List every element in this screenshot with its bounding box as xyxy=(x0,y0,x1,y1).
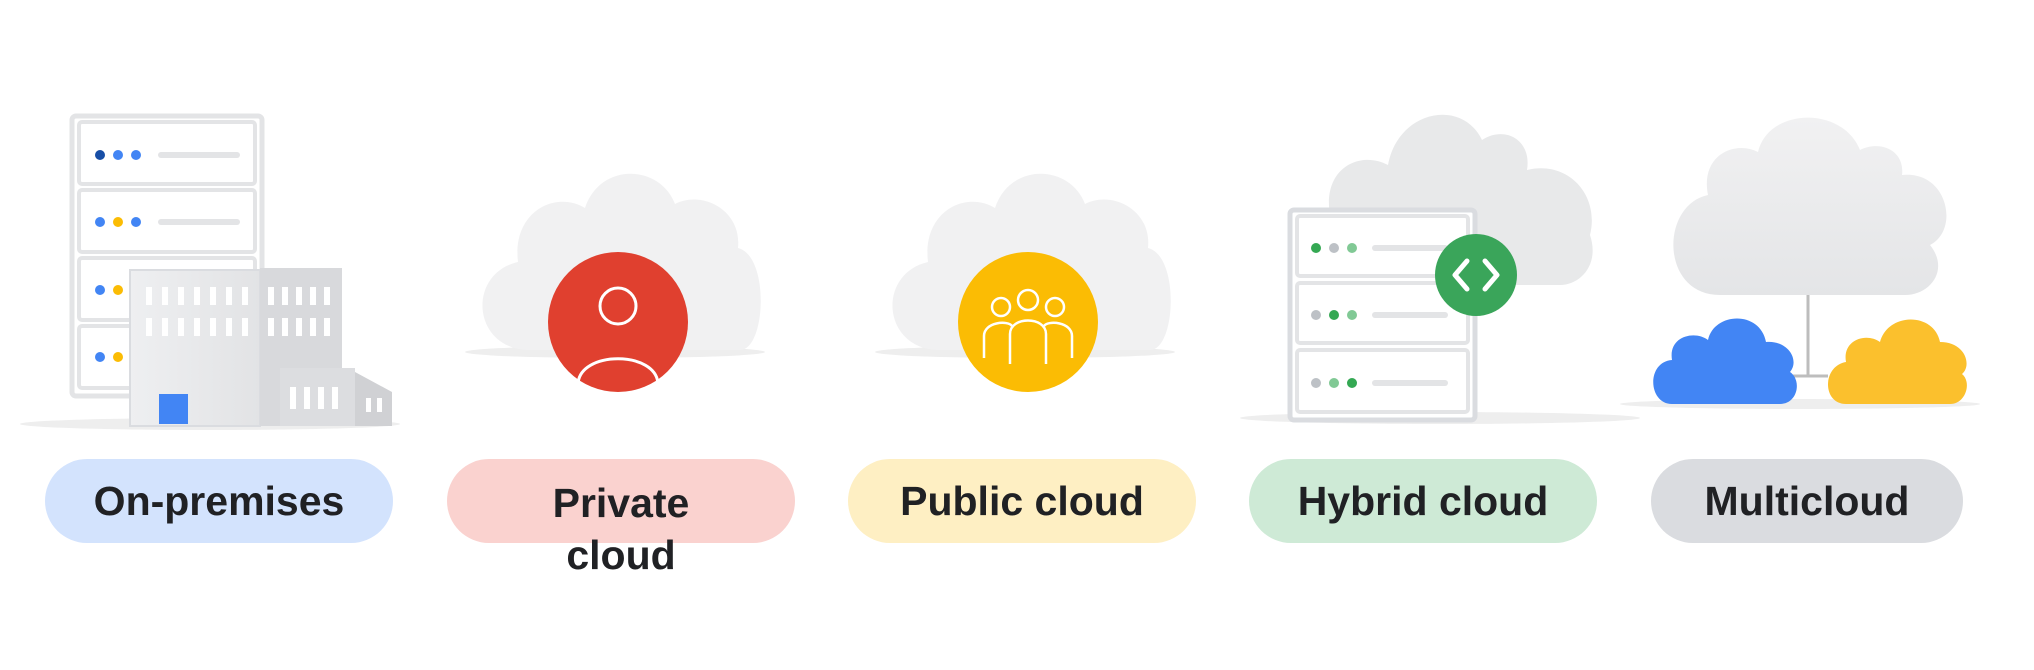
server-slot xyxy=(1372,312,1448,318)
group-cloud-icon xyxy=(875,173,1175,392)
status-light xyxy=(113,150,123,160)
building-windows xyxy=(146,287,382,412)
server-code-cloud-icon xyxy=(1240,114,1640,424)
status-light xyxy=(95,150,105,160)
status-light xyxy=(1329,378,1339,388)
status-light xyxy=(1311,378,1321,388)
status-light xyxy=(1311,243,1321,253)
pill-public-cloud: Public cloud xyxy=(848,459,1196,543)
status-light xyxy=(95,352,105,362)
status-light xyxy=(1347,243,1357,253)
status-light xyxy=(113,352,123,362)
office-annex-roof xyxy=(355,372,392,426)
pill-multicloud: Multicloud xyxy=(1651,459,1963,543)
server-slot xyxy=(158,219,240,225)
group-people xyxy=(982,288,1074,364)
person-head xyxy=(598,286,638,326)
status-light xyxy=(1329,310,1339,320)
status-light xyxy=(95,217,105,227)
label-hybrid-cloud: Hybrid cloud xyxy=(1297,478,1549,524)
main-cloud xyxy=(1673,117,1947,295)
yellow-cloud xyxy=(1828,319,1967,404)
status-light xyxy=(1311,310,1321,320)
person-body xyxy=(576,357,660,386)
building-door xyxy=(159,394,188,424)
server-slot xyxy=(158,152,240,158)
status-light xyxy=(113,217,123,227)
person-cloud-icon xyxy=(465,173,765,392)
person-badge xyxy=(548,252,688,392)
server-slot xyxy=(1372,380,1448,386)
server-slot xyxy=(1372,245,1448,251)
blue-cloud xyxy=(1653,318,1797,404)
label-public-cloud: Public cloud xyxy=(900,478,1144,524)
pill-private-cloud: Private cloud xyxy=(447,459,795,578)
status-light xyxy=(113,285,123,295)
status-light xyxy=(1329,243,1339,253)
label-multicloud: Multicloud xyxy=(1704,478,1910,524)
code-brackets-icon xyxy=(1452,258,1500,292)
status-light xyxy=(95,285,105,295)
pill-on-premises: On-premises xyxy=(45,459,393,543)
status-light xyxy=(1347,378,1357,388)
status-light xyxy=(131,217,141,227)
connected-clouds-icon xyxy=(1620,117,1980,409)
label-on-premises: On-premises xyxy=(93,478,345,524)
code-badge xyxy=(1435,234,1517,316)
group-badge xyxy=(958,252,1098,392)
label-private-cloud: Private cloud xyxy=(552,480,690,578)
server-building-icon xyxy=(20,113,400,430)
status-light xyxy=(1347,310,1357,320)
status-light xyxy=(131,150,141,160)
pill-hybrid-cloud: Hybrid cloud xyxy=(1249,459,1597,543)
